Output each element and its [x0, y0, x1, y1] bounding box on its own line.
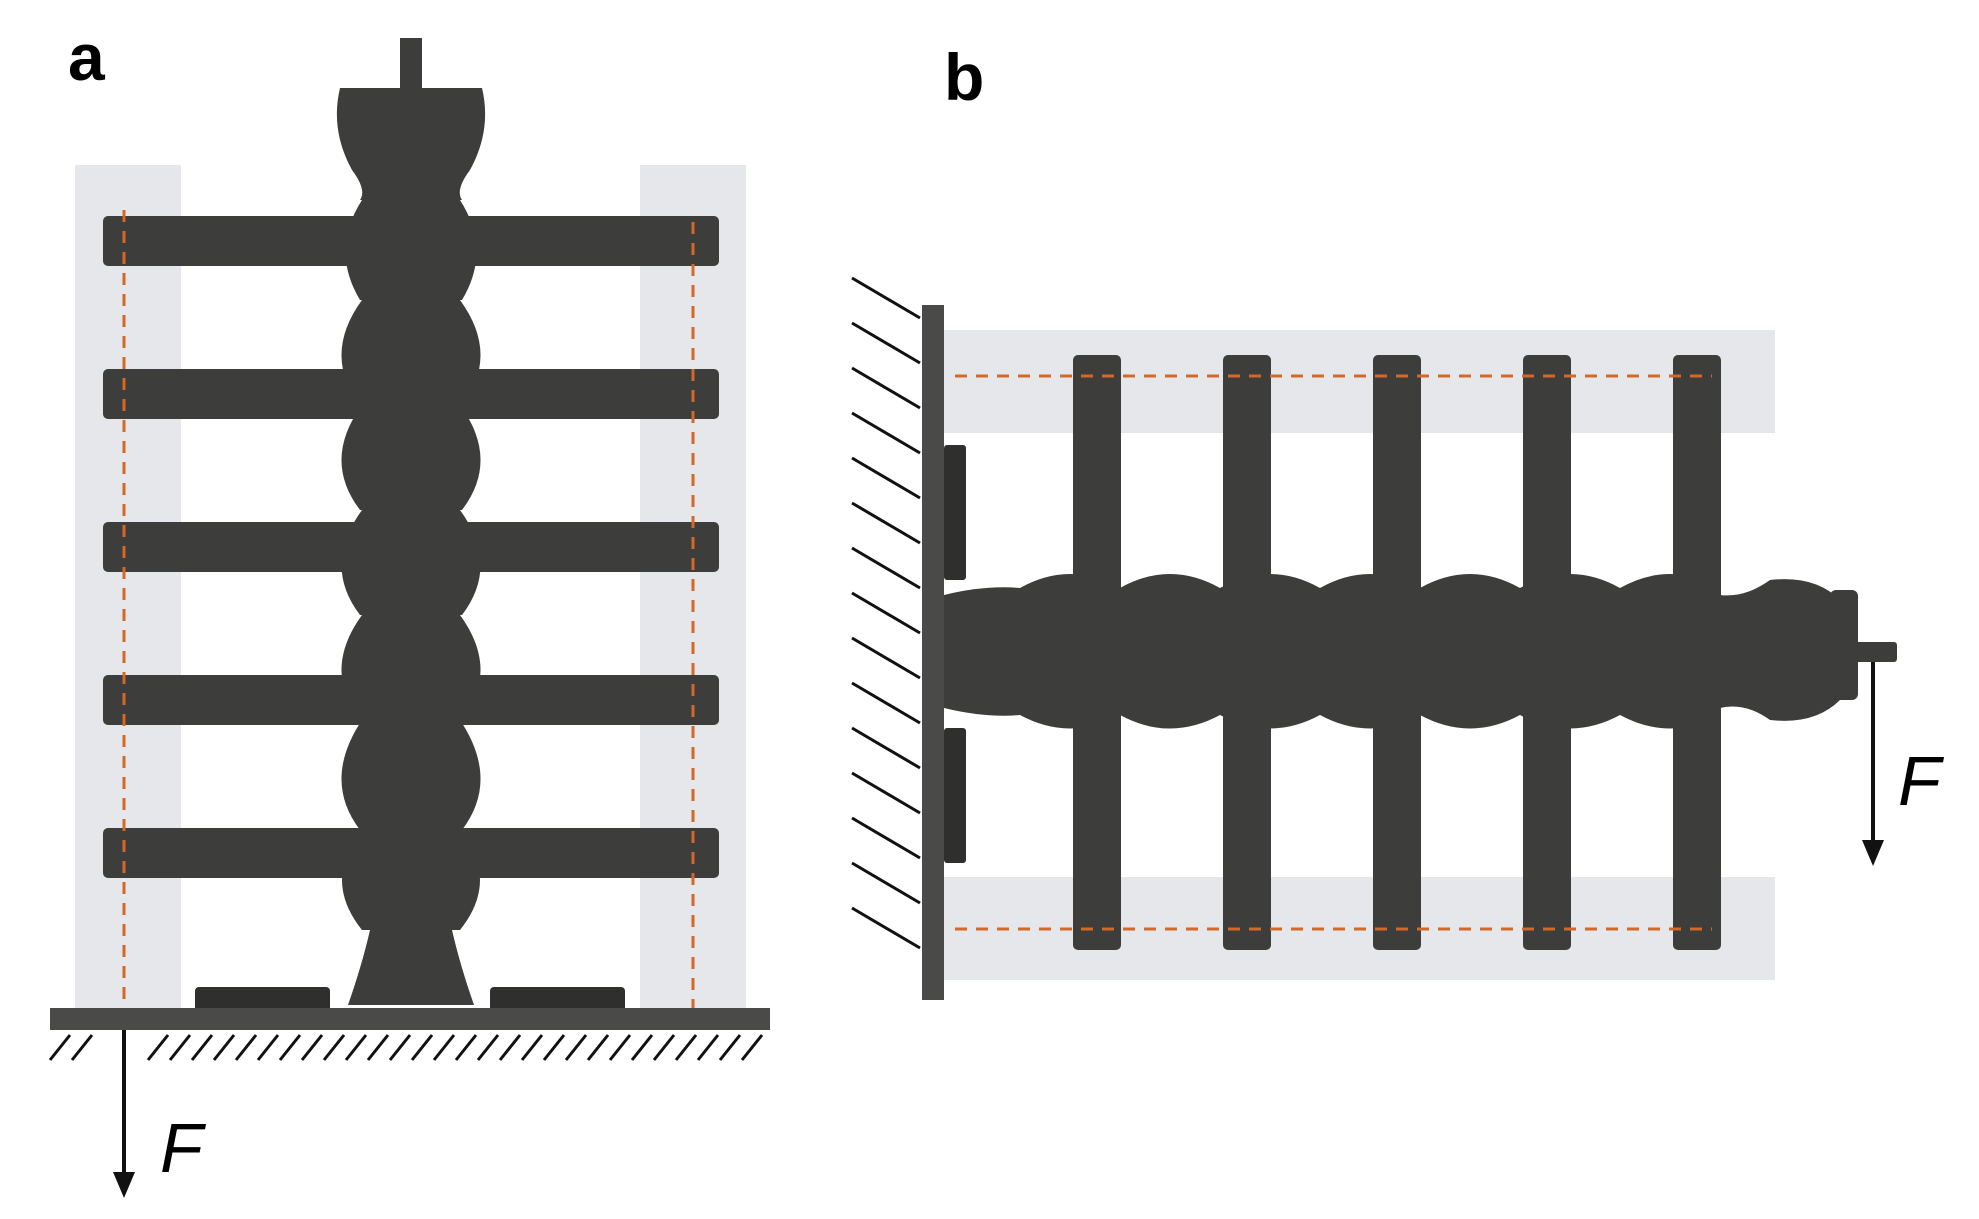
plate — [103, 828, 719, 878]
hatched-wall-icon — [851, 276, 921, 950]
panel-b: b — [851, 40, 1945, 1000]
base-plate — [50, 1008, 770, 1030]
plate — [103, 369, 719, 419]
plate — [103, 675, 719, 725]
side-pad-top — [944, 445, 966, 580]
end-post — [1855, 642, 1897, 662]
plates-a — [103, 216, 719, 878]
base-pad-right — [490, 987, 625, 1012]
base-pad-left — [195, 987, 330, 1012]
plate — [1673, 355, 1721, 950]
force-arrow-icon — [1862, 662, 1884, 866]
left-guide-band — [75, 165, 181, 1013]
plate — [103, 522, 719, 572]
top-knob — [336, 88, 486, 170]
plate — [1223, 355, 1271, 950]
panel-b-label: b — [944, 40, 984, 114]
top-guide-band — [935, 330, 1775, 433]
plate — [103, 216, 719, 266]
panel-a-label: a — [68, 20, 106, 94]
side-pad-bottom — [944, 728, 966, 863]
top-post — [400, 38, 422, 88]
plate — [1523, 355, 1571, 950]
plate — [1073, 355, 1121, 950]
plates-b — [1073, 355, 1721, 950]
spine-a — [341, 200, 481, 1005]
force-arrow-icon — [113, 1030, 135, 1198]
panel-a: a — [48, 20, 770, 1198]
neck — [352, 170, 470, 200]
force-label-b: F — [1898, 742, 1945, 820]
force-label-a: F — [160, 1109, 207, 1187]
mount-plate — [922, 305, 944, 1000]
plate — [1373, 355, 1421, 950]
end-knob — [1830, 590, 1858, 700]
hatched-ground-icon — [48, 1034, 764, 1061]
